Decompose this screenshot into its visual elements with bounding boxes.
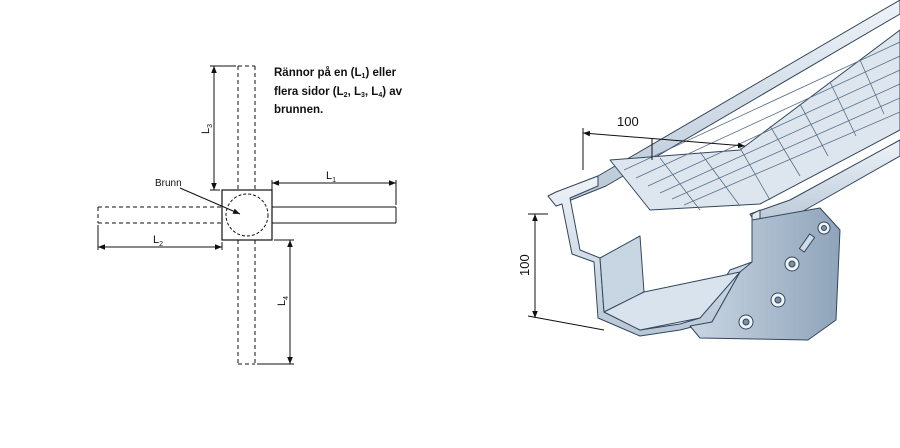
brunn-leader [179,187,241,215]
plan-view [97,65,397,365]
pin [798,233,816,253]
channel-inner-bottom [603,271,741,331]
dim-label-width: 100 [617,114,639,129]
channel-L3 [237,65,256,190]
dim-label-L1: L1 [326,170,336,184]
end-bracket [689,207,841,341]
dim-label-height: 100 [517,254,532,276]
grating-bars [623,41,900,211]
note-line-3: brunnen. [274,104,324,116]
channel-L2 [97,206,222,224]
brunn-label: Brunn [155,178,182,189]
well-circle [225,193,269,237]
channel-L1 [272,206,397,224]
dim-label-L4: L4 [276,296,290,306]
description-note: Rännor på en (L1) eller flera sidor (L2,… [274,66,424,119]
note-line-2: flera sidor (L2, L3, L4) av [274,85,403,99]
dim-line-width [582,130,746,149]
well-box [221,189,273,241]
dim-label-L3: L3 [200,124,214,134]
dim-label-L2: L2 [153,234,163,248]
channel-3d-view [547,0,900,341]
channel-L4 [237,240,256,365]
grating [609,29,900,211]
note-line-1: Rännor på en (L1) eller [274,67,397,80]
